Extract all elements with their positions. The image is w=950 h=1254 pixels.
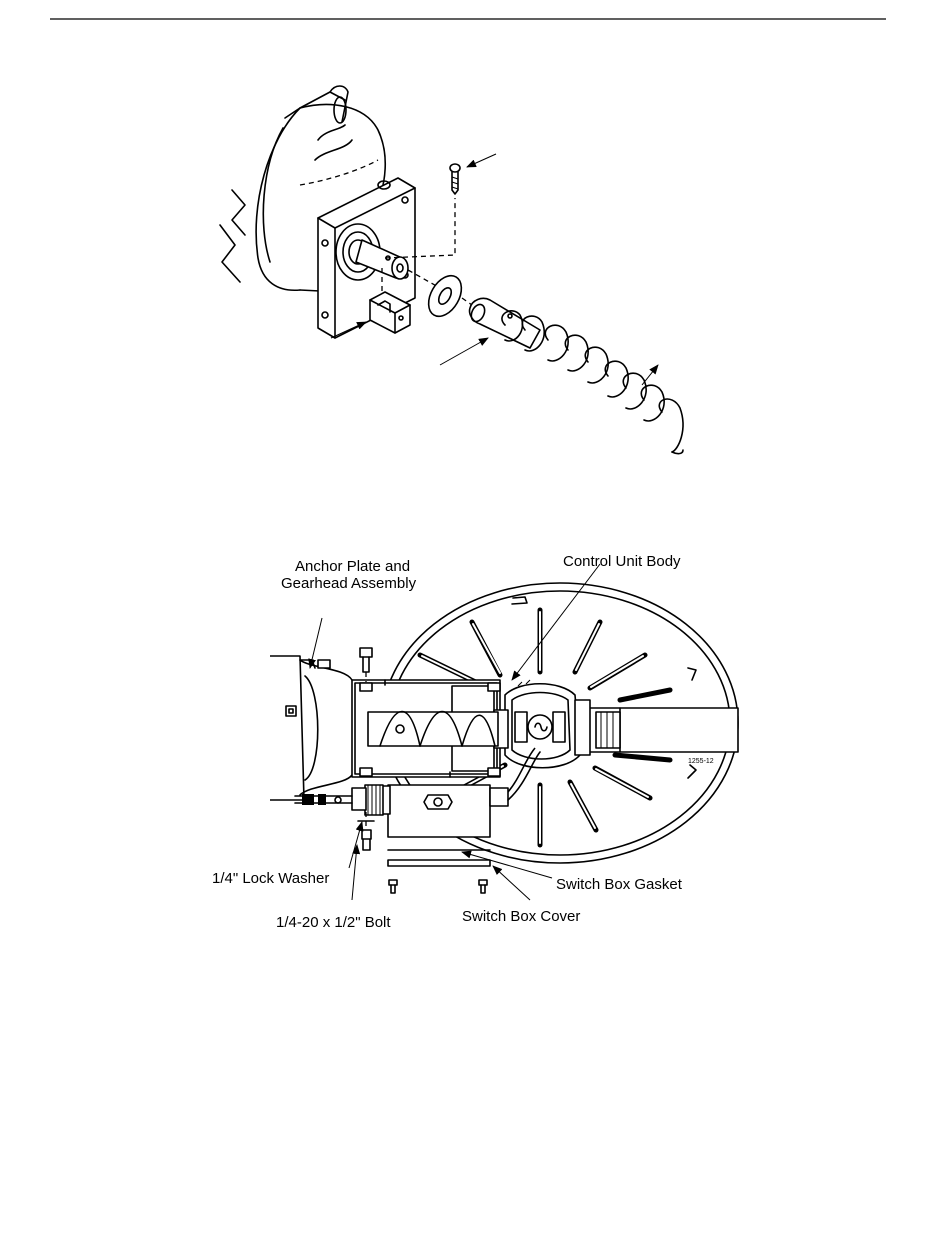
lower-bolt-parts (358, 812, 374, 850)
label-figure-code: 1255-12 (688, 758, 714, 765)
label-anchor-plate-line1: Anchor Plate and (295, 558, 410, 575)
label-lock-washer: 1/4" Lock Washer (212, 870, 329, 887)
output-tube (588, 708, 738, 752)
label-control-unit-body: Control Unit Body (563, 553, 681, 570)
label-switch-box-cover: Switch Box Cover (462, 908, 580, 925)
hub (505, 680, 590, 768)
label-control-unit-body-clip: Control Unit Body (563, 553, 681, 570)
screw-part (450, 164, 460, 194)
top-bolt (360, 648, 372, 682)
gasket-and-cover (388, 850, 490, 893)
label-switch-box-gasket: Switch Box Gasket (556, 876, 683, 893)
label-bolt: 1/4-20 x 1/2" Bolt (276, 914, 391, 931)
anchor-plate-side (270, 656, 352, 800)
auger-exploded-diagram (220, 86, 683, 454)
label-anchor-plate-line2: Gearhead Assembly (281, 575, 417, 592)
auger-coil (469, 298, 683, 453)
washer-part (422, 270, 468, 322)
control-unit-assembly-diagram (270, 564, 738, 900)
internal-auger (368, 712, 498, 747)
